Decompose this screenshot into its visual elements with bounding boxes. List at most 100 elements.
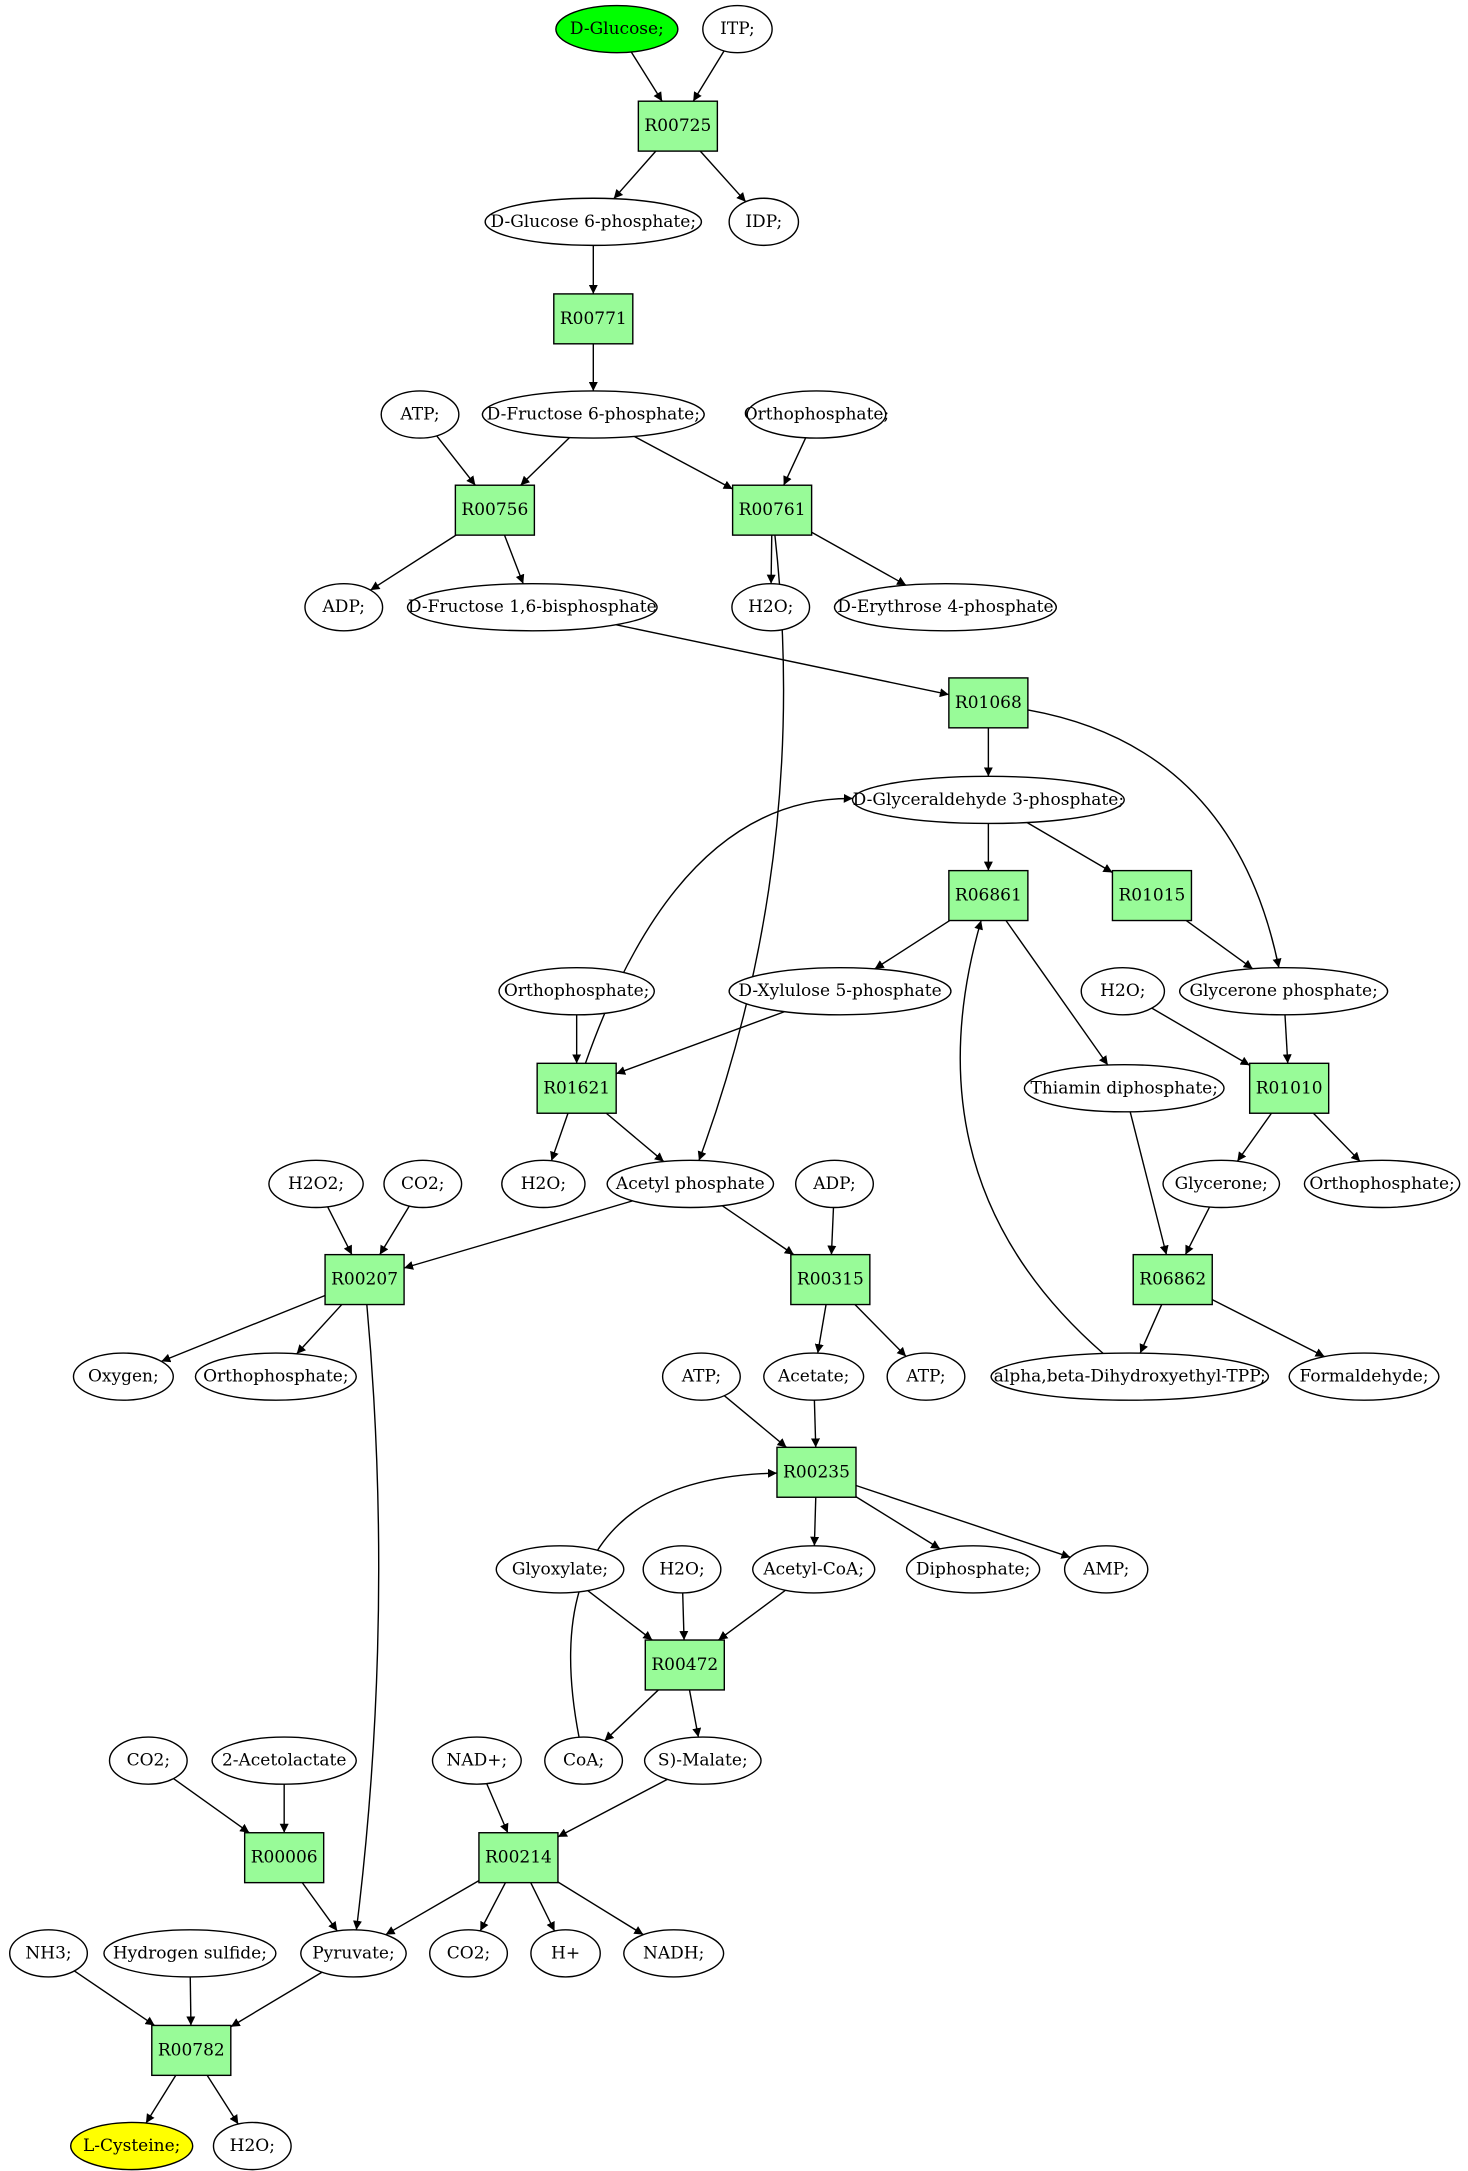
- edge-r00214-to-co2c: [479, 1882, 507, 1932]
- edge-r00472-to-malate: [688, 1689, 702, 1738]
- metabolite-node-h2o2b: H2O2;: [268, 1159, 364, 1209]
- metabolite-node-glucose: D-Glucose;: [555, 4, 679, 54]
- reaction-box: [1248, 1062, 1330, 1114]
- metabolite-node-fbp: D-Fructose 1,6-bisphosphate: [406, 582, 658, 632]
- metabolite-shape: [794, 1159, 875, 1209]
- metabolite-shape: [380, 390, 460, 439]
- metabolite-shape: [481, 390, 705, 439]
- metabolite-shape: [833, 582, 1057, 632]
- reaction-box: [644, 1639, 725, 1691]
- metabolite-node-oxygen: Oxygen;: [72, 1352, 174, 1401]
- metabolite-node-adp2: ADP;: [794, 1159, 875, 1209]
- metabolite-label: NAD+;: [446, 1751, 507, 1771]
- metabolite-shape: [886, 1352, 966, 1401]
- edge-tpp-to-r06862: [1129, 1111, 1169, 1255]
- reaction-node-r00207: R00207: [324, 1253, 405, 1306]
- metabolite-shape: [304, 582, 384, 632]
- edge-co2a-to-r00207: [379, 1205, 410, 1255]
- metabolite-shape: [300, 1929, 407, 1978]
- reaction-node-r01068: R01068: [948, 677, 1029, 729]
- metabolite-node-e4p: D-Erythrose 4-phosphate: [833, 582, 1057, 632]
- metabolite-shape: [555, 4, 679, 54]
- edge-r00761-to-h2o1: [766, 535, 776, 584]
- metabolite-node-h2o1: H2O;: [731, 582, 811, 632]
- reaction-box: [324, 1253, 405, 1306]
- reaction-box: [243, 1832, 325, 1884]
- metabolite-shape: [108, 1736, 188, 1785]
- edge-co2b-to-r00006: [173, 1778, 250, 1834]
- reaction-label: R00315: [797, 1270, 864, 1290]
- metabolite-shape: [498, 966, 655, 1016]
- metabolite-label: S)-Malate;: [658, 1751, 748, 1771]
- metabolite-shape: [661, 1352, 741, 1401]
- metabolite-label: ITP;: [720, 19, 755, 39]
- metabolite-shape: [1288, 1352, 1440, 1401]
- metabolite-node-formaldehyde: Formaldehyde;: [1288, 1352, 1440, 1401]
- metabolite-node-h2o4: H2O;: [642, 1545, 722, 1594]
- metabolite-node-h2o3: H2O;: [501, 1159, 586, 1209]
- edge-fbp-to-r01068: [615, 624, 950, 698]
- reaction-node-r00472: R00472: [644, 1639, 725, 1691]
- edge-xu5p-to-r01621: [615, 1010, 785, 1075]
- metabolite-node-co2b: CO2;: [108, 1736, 188, 1785]
- reaction-label: R00207: [331, 1270, 398, 1290]
- reaction-box: [1111, 869, 1193, 922]
- metabolite-shape: [851, 775, 1125, 825]
- edge-r00315-to-atp2: [854, 1304, 907, 1357]
- edge-r00207-to-pyruvate: [353, 1304, 380, 1930]
- reaction-node-r01621: R01621: [536, 1062, 617, 1114]
- metabolite-shape: [728, 966, 952, 1016]
- metabolite-shape: [72, 1352, 174, 1401]
- edge-adp2-to-r00315: [827, 1207, 837, 1255]
- metabolite-shape: [1080, 966, 1166, 1016]
- reaction-box: [478, 1832, 559, 1884]
- reaction-node-r06861: R06861: [948, 869, 1029, 922]
- edge-pi1-to-r00761: [783, 437, 807, 486]
- metabolite-label: Orthophosphate;: [744, 405, 889, 425]
- reaction-label: R00771: [560, 309, 627, 329]
- edge-r06861-to-xu5p: [874, 919, 951, 970]
- reaction-box: [731, 484, 813, 536]
- metabolite-label: D-Glucose;: [570, 19, 664, 39]
- edge-r00214-to-nadh: [557, 1881, 644, 1936]
- metabolite-node-dhe_tpp: alpha,beta-Dihydroxyethyl-TPP;: [990, 1352, 1270, 1401]
- metabolite-shape: [990, 1352, 1270, 1401]
- edge-r01010-to-pi3: [1312, 1112, 1361, 1162]
- metabolite-label: Orthophosphate;: [504, 981, 649, 1001]
- metabolite-label: H+: [551, 1943, 580, 1963]
- edge-h2o2b-to-r00207: [327, 1206, 353, 1255]
- edge-r00725-to-idp: [699, 150, 747, 203]
- metabolite-shape: [495, 1545, 625, 1594]
- nodes: D-Glucose;ITP;D-Glucose 6-phosphate;IDP;…: [9, 4, 1461, 2171]
- edge-r00207-to-oxygen: [161, 1294, 326, 1363]
- metabolite-shape: [194, 1352, 357, 1401]
- metabolite-node-gap: D-Glyceraldehyde 3-phosphate;: [851, 775, 1125, 825]
- metabolite-label: ADP;: [322, 597, 365, 617]
- metabolite-label: D-Fructose 1,6-bisphosphate: [408, 597, 657, 617]
- edge-r00235-to-acetylcoa: [810, 1497, 820, 1546]
- metabolite-shape: [752, 1545, 876, 1594]
- metabolite-shape: [1023, 1064, 1225, 1113]
- metabolite-label: H2O;: [1100, 981, 1145, 1001]
- metabolite-label: D-Erythrose 4-phosphate: [837, 597, 1053, 617]
- metabolite-label: ATP;: [905, 1367, 945, 1387]
- metabolite-label: AMP;: [1082, 1559, 1129, 1579]
- edge-atp3-to-r00235: [723, 1395, 787, 1448]
- metabolite-shape: [728, 197, 800, 247]
- reaction-node-r00214: R00214: [478, 1832, 559, 1884]
- edges: [73, 50, 1361, 2125]
- edge-dhap-to-r01010: [1282, 1014, 1292, 1064]
- reaction-node-r06862: R06862: [1132, 1253, 1213, 1306]
- metabolite-shape: [763, 1352, 865, 1401]
- metabolite-node-glycerone: Glycerone;: [1162, 1159, 1281, 1209]
- metabolite-node-acetolactate: 2-Acetolactate: [211, 1736, 357, 1785]
- edge-f6p-to-r00761: [633, 435, 733, 490]
- reaction-node-r00761: R00761: [731, 484, 813, 536]
- metabolite-label: CO2;: [127, 1751, 171, 1771]
- metabolite-label: Glycerone;: [1175, 1174, 1268, 1194]
- edge-acp-to-r00207: [403, 1200, 633, 1270]
- edge-glucose-to-r00725: [630, 51, 663, 102]
- edge-h2o4-to-r00472: [679, 1592, 689, 1641]
- edge-r00315-to-acetate: [814, 1304, 827, 1354]
